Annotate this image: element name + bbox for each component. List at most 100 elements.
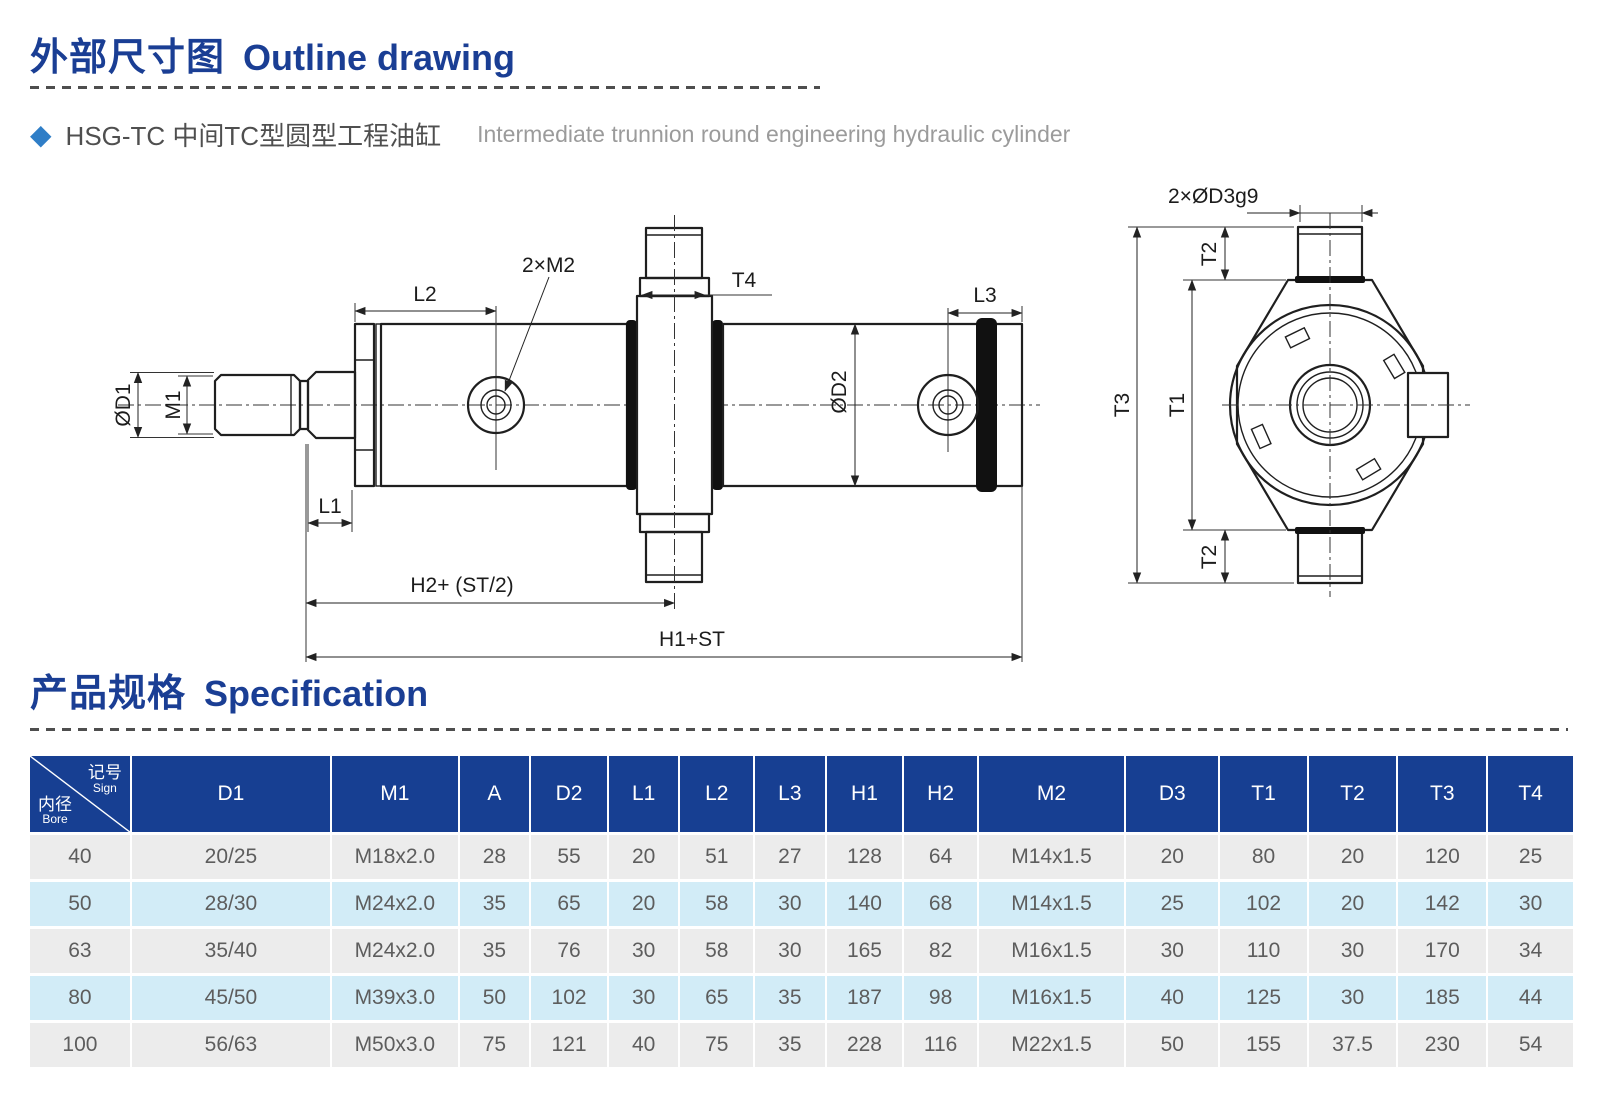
table-cell: 20/25 — [131, 835, 331, 879]
dim-label-h2: H2+ (ST/2) — [410, 574, 513, 597]
table-cell: 228 — [826, 1023, 903, 1067]
table-cell: 155 — [1220, 1023, 1307, 1067]
table-cell: 102 — [531, 976, 607, 1020]
corner-diagonal-line — [30, 756, 130, 832]
table-cell: 58 — [680, 929, 754, 973]
table-cell: 28 — [459, 835, 530, 879]
table-cell: 75 — [459, 1023, 530, 1067]
column-header-t3: T3 — [1398, 756, 1487, 832]
rod-thread — [213, 373, 302, 437]
heading-zh: 外部尺寸图 — [30, 37, 226, 79]
table-cell: 45/50 — [131, 976, 331, 1020]
rear-seal-band — [976, 318, 997, 492]
rear-port — [916, 308, 980, 452]
table-cell: 30 — [1308, 976, 1397, 1020]
table-cell: 40 — [1126, 976, 1219, 1020]
dim-label-od2: ØD2 — [828, 370, 851, 413]
table-cell: 128 — [826, 835, 903, 879]
heading-zh: 产品规格 — [30, 673, 187, 715]
front-port — [466, 306, 526, 470]
table-cell: 25 — [1488, 835, 1573, 879]
dashed-divider — [30, 728, 1568, 731]
table-cell: 65 — [680, 976, 754, 1020]
table-cell: 44 — [1488, 976, 1573, 1020]
table-cell: 27 — [755, 835, 825, 879]
cylinder-tube-right — [721, 322, 1024, 488]
table-cell: 30 — [755, 929, 825, 973]
table-cell: 50 — [1126, 1023, 1219, 1067]
column-header-l2: L2 — [680, 756, 754, 832]
side-view: ØD1 M1 L2 2×M2 T4 ØD2 L3 — [112, 215, 1040, 662]
table-cell: 58 — [680, 882, 754, 926]
table-cell: 125 — [1220, 976, 1307, 1020]
trunnion-body-outline — [1235, 278, 1425, 532]
table-cell: M14x1.5 — [978, 835, 1125, 879]
dim-label-t1: T1 — [1166, 393, 1189, 418]
dim-label-dd3: 2×ØD3g9 — [1168, 185, 1258, 208]
table-cell: 102 — [1220, 882, 1307, 926]
table-cell: 51 — [680, 835, 754, 879]
column-header-h2: H2 — [904, 756, 977, 832]
bore-cell: 50 — [30, 882, 130, 926]
table-cell: 20 — [608, 835, 679, 879]
bore-cell: 80 — [30, 976, 130, 1020]
column-header-d1: D1 — [131, 756, 331, 832]
table-cell: M16x1.5 — [978, 976, 1125, 1020]
table-cell: 30 — [1126, 929, 1219, 973]
table-cell: 20 — [1308, 882, 1397, 926]
table-cell: 121 — [531, 1023, 607, 1067]
dim-label-m2: 2×M2 — [522, 254, 575, 277]
table-cell: 28/30 — [131, 882, 331, 926]
table-cell: 35 — [755, 1023, 825, 1067]
table-cell: 37.5 — [1308, 1023, 1397, 1067]
table-cell: 30 — [755, 882, 825, 926]
column-header-t4: T4 — [1488, 756, 1573, 832]
table-cell: 30 — [1308, 929, 1397, 973]
trunnion-band-right — [712, 320, 723, 490]
column-header-h1: H1 — [826, 756, 903, 832]
dim-label-l1: L1 — [318, 495, 341, 518]
table-cell: 187 — [826, 976, 903, 1020]
table-cell: 68 — [904, 882, 977, 926]
table-cell: 50 — [459, 976, 530, 1020]
table-cell: 82 — [904, 929, 977, 973]
product-name-zh: HSG-TC 中间TC型圆型工程油缸 — [65, 121, 442, 151]
column-header-a: A — [459, 756, 530, 832]
table-cell: 20 — [1308, 835, 1397, 879]
table-cell: 25 — [1126, 882, 1219, 926]
table-cell: 75 — [680, 1023, 754, 1067]
table-cell: M24x2.0 — [332, 882, 458, 926]
table-cell: 35 — [459, 882, 530, 926]
table-cell: 20 — [608, 882, 679, 926]
outline-drawing-heading: 外部尺寸图 Outline drawing — [30, 26, 515, 81]
table-cell: 140 — [826, 882, 903, 926]
table-cell: 54 — [1488, 1023, 1573, 1067]
dim-label-l2: L2 — [413, 283, 436, 306]
gland-flange — [353, 322, 376, 488]
table-cell: 110 — [1220, 929, 1307, 973]
column-header-t1: T1 — [1220, 756, 1307, 832]
table-cell: M14x1.5 — [978, 882, 1125, 926]
column-header-d2: D2 — [531, 756, 607, 832]
table-cell: 98 — [904, 976, 977, 1020]
dim-label-t2-top: T2 — [1198, 242, 1221, 267]
specification-heading: 产品规格 Specification — [30, 662, 428, 717]
corner-bore-label: 内径 Bore — [38, 794, 72, 827]
table-cell: 170 — [1398, 929, 1487, 973]
product-subtitle: ◆ HSG-TC 中间TC型圆型工程油缸 Intermediate trunni… — [30, 116, 1070, 153]
table-cell: 230 — [1398, 1023, 1487, 1067]
table-cell: 55 — [531, 835, 607, 879]
dashed-divider — [30, 86, 820, 89]
table-cell: 40 — [608, 1023, 679, 1067]
end-view: 2×ØD3g9 T2 T1 T3 T2 — [1111, 185, 1470, 597]
column-header-d3: D3 — [1126, 756, 1219, 832]
dim-label-l3: L3 — [973, 284, 996, 307]
bore-cell: 100 — [30, 1023, 130, 1067]
